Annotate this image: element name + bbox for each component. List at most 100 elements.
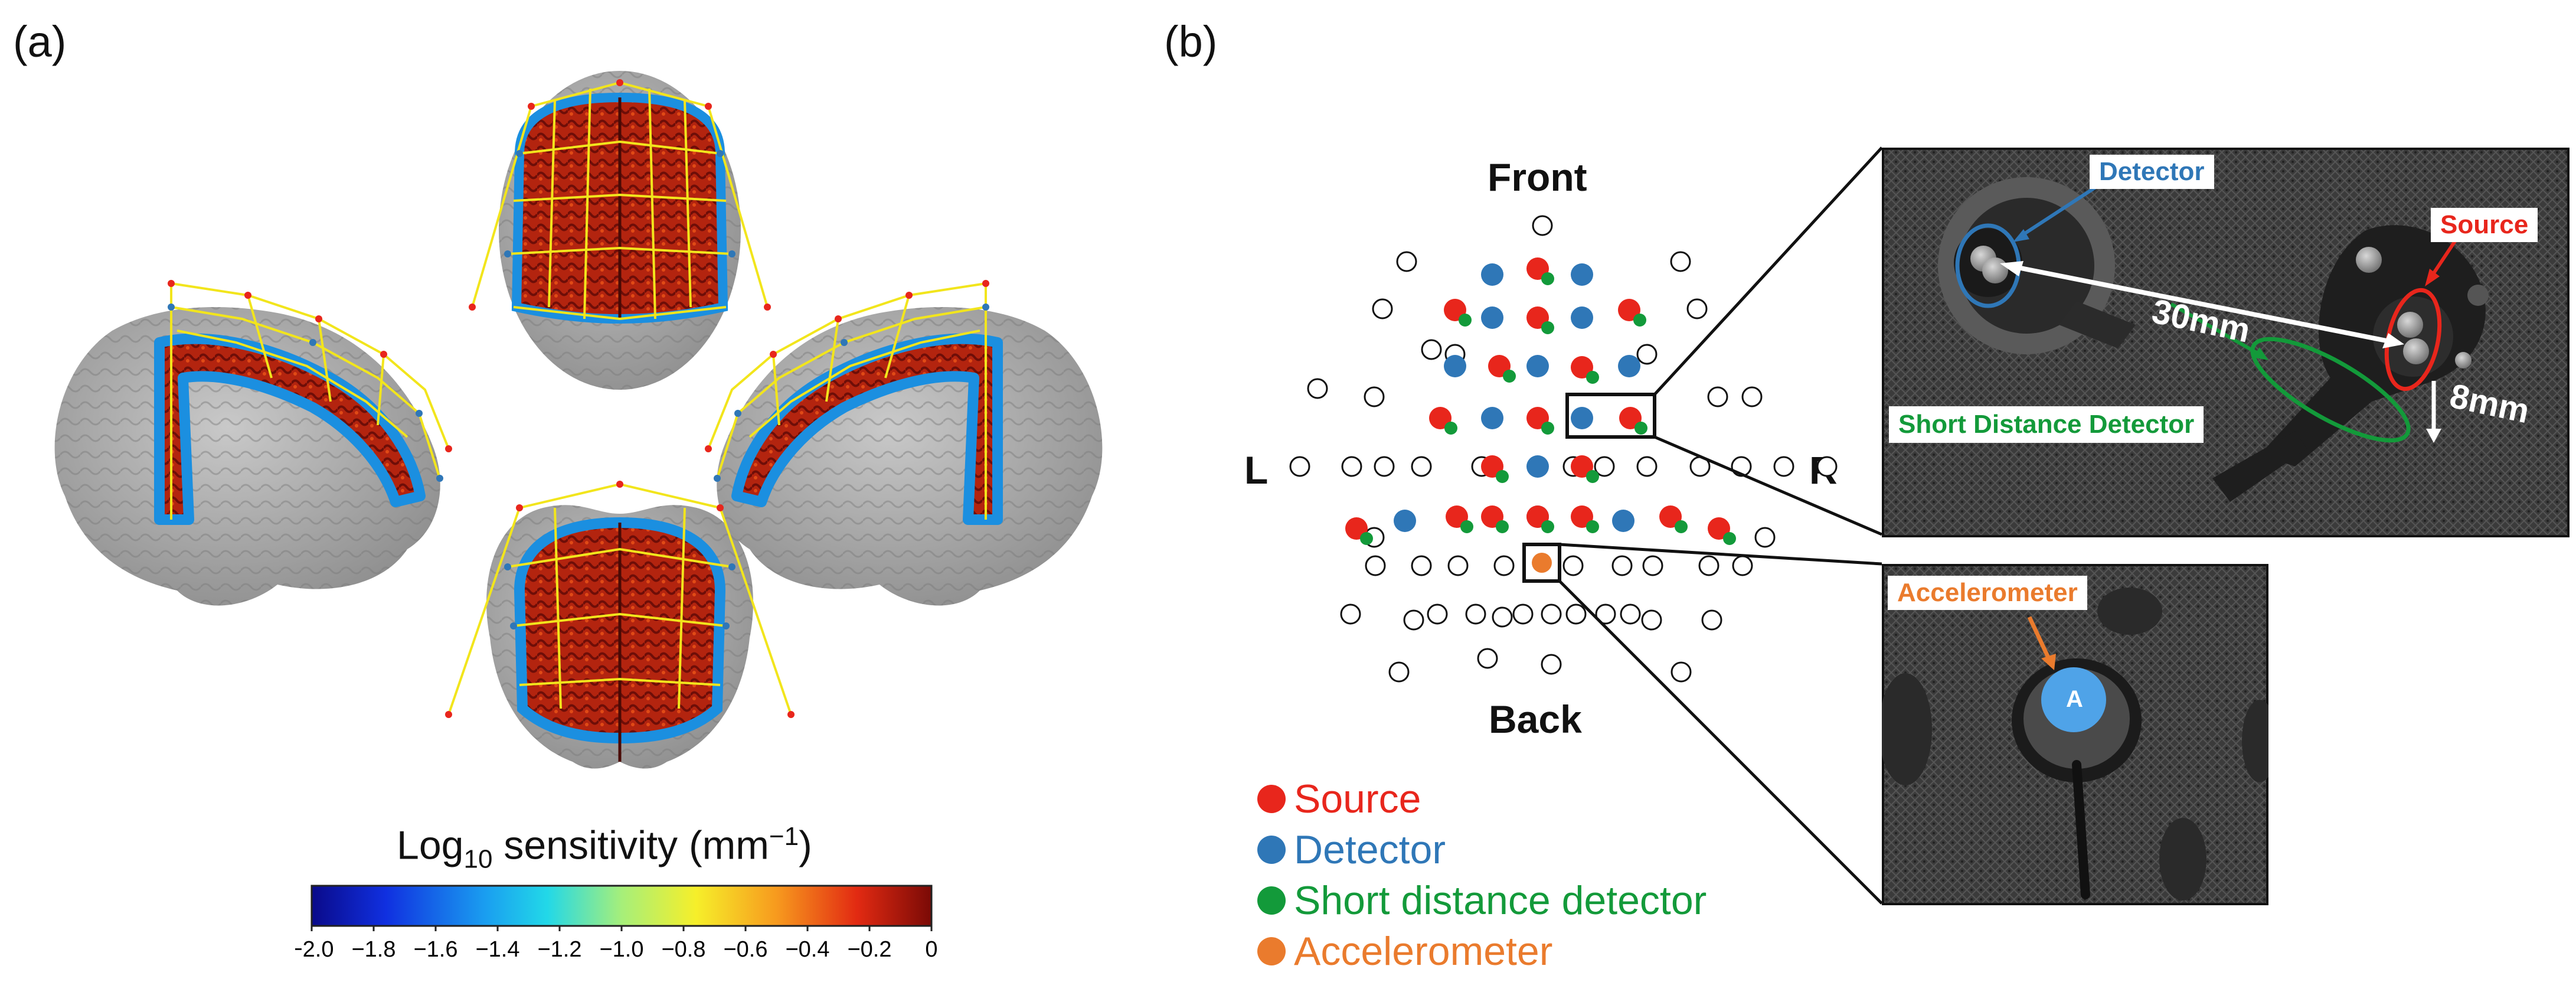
empty-slot [1541,603,1562,625]
empty-slot [1731,456,1752,477]
short-detector-dot [1541,321,1554,334]
panel-b-label: (b) [1164,17,1218,66]
detector-dot [1394,510,1416,532]
legend-marker-source [1257,785,1286,813]
detector-dot [1571,263,1593,286]
colorbar-ticks: −2.0−1.8−1.6−1.4−1.2−1.0−0.8−0.6−0.4−0.2… [295,926,938,962]
brain-top-view [469,71,771,390]
short-detector-dot [1723,532,1736,545]
empty-slot [1642,555,1663,576]
short-detector-dot [1634,422,1647,435]
accelerometer-device [1882,588,2268,901]
short-detector-dot [1586,371,1599,384]
empty-slot [1447,555,1469,576]
brain-views [54,71,1103,769]
detector-dot [1571,407,1593,429]
empty-slot [1403,609,1424,631]
empty-slot [1701,609,1722,631]
detector-dot [1481,306,1503,329]
colorbar-title: Log10 sensitivity (mm−1) [397,822,812,874]
colorbar-tick-label: −0.6 [723,937,767,962]
empty-slot [1689,456,1711,477]
source-dot [1571,455,1593,478]
empty-slot [1374,456,1395,477]
colorbar-gradient [310,885,933,927]
brain-right-view [705,280,1103,606]
empty-slot [1340,603,1361,625]
empty-slot [1562,555,1584,576]
detector-dot [1612,510,1634,532]
legend-item-accelerometer: Accelerometer [1257,926,1707,977]
direction-front: Front [1488,155,1587,199]
empty-slot [1636,456,1658,477]
colorbar-tick-label: −1.0 [599,937,643,962]
colorbar-tick-label: −1.4 [475,937,519,962]
short-detector-dot [1503,370,1516,383]
legend-marker-detector [1257,836,1286,864]
short-detector-dot [1444,422,1457,435]
empty-slot [1411,456,1432,477]
colorbar-title-sup: −1 [769,822,799,851]
empty-slot [1686,298,1708,319]
accelerometer-dot [1532,553,1552,573]
empty-slot [1532,215,1553,236]
detector-dot [1526,455,1549,478]
probe-layout [1289,215,1838,683]
colorbar-tick-label: −1.6 [413,937,457,962]
detector-dot [1481,263,1503,286]
legend-label-short-detector: Short distance detector [1294,878,1707,923]
empty-slot [1641,609,1662,631]
empty-slot [1816,456,1838,477]
empty-slot [1307,378,1328,399]
empty-slot [1492,606,1513,628]
empty-slot [1477,648,1498,669]
short-detector-dot [1496,470,1509,483]
empty-slot [1289,456,1310,477]
short-detector-dot [1496,520,1509,533]
brain-front-view [445,481,795,769]
empty-slot [1493,555,1515,576]
short-detector-dot [1459,314,1472,327]
colorbar-tick-label: −1.8 [351,937,395,962]
empty-slot [1396,251,1417,272]
empty-slot [1512,603,1534,625]
colorbar-tick-label: −0.8 [661,937,705,962]
legend-label-accelerometer: Accelerometer [1294,929,1553,974]
legend: Source Detector Short distance detector … [1257,774,1707,977]
direction-left: L [1244,448,1269,492]
panel-a-label: (a) [13,17,67,66]
legend-label-source: Source [1294,777,1421,821]
empty-slot [1773,456,1794,477]
empty-slot [1670,251,1691,272]
highlight-box-top [1565,393,1656,439]
label-source: Source [2431,208,2538,242]
empty-slot [1707,386,1728,407]
direction-back: Back [1489,697,1582,741]
colorbar-title-close: ) [799,823,812,868]
colorbar-title-rest: sensitivity (mm [492,823,769,868]
empty-slot [1411,555,1432,576]
empty-slot [1594,456,1615,477]
legend-label-detector: Detector [1294,827,1446,872]
empty-slot [1636,344,1658,365]
short-detector-dot [1586,520,1599,533]
empty-slot [1541,654,1562,675]
empty-slot [1388,661,1410,683]
photo-optode-module [1882,148,2570,537]
source-dot [1618,299,1640,321]
detector-dot [1444,355,1466,377]
colorbar-tick-label: −2.0 [295,937,334,962]
colorbar-tick-label: 0 [925,937,937,962]
colorbar-tick-label: −0.2 [847,937,891,962]
brain-left-view [54,280,452,606]
short-detector-dot [1360,532,1373,545]
short-detector-dot [1541,422,1554,435]
legend-item-detector: Detector [1257,824,1707,875]
legend-marker-short-detector [1257,886,1286,915]
colorbar: −2.0−1.8−1.6−1.4−1.2−1.0−0.8−0.6−0.4−0.2… [295,885,938,962]
empty-slot [1754,527,1776,548]
label-accelerometer: Accelerometer [1888,576,2087,610]
empty-slot [1565,603,1587,625]
photo-accelerometer [1882,564,2268,905]
detector-holder [1938,177,2136,354]
